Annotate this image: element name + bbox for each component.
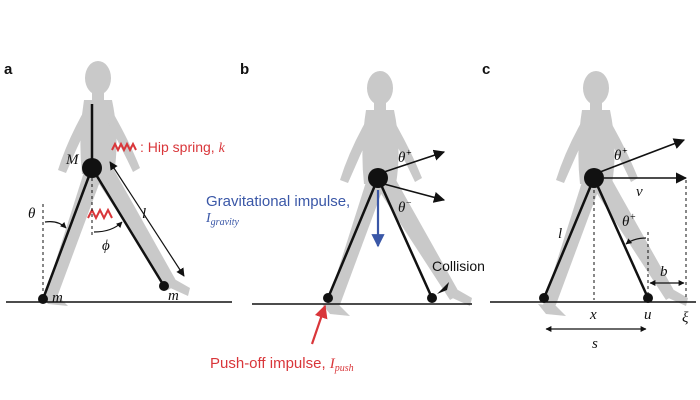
velocity-before-arrow-b xyxy=(383,149,446,173)
pushoff-impulse-label: Push-off impulse, Ipush xyxy=(210,355,354,374)
panel-a: a M m m : Hip spring, k θ ϕ xyxy=(4,61,232,306)
swing-foot-mass-a xyxy=(159,281,169,291)
panel-label-a: a xyxy=(4,61,13,78)
x-label: x xyxy=(589,307,597,323)
panel-c: c θ̇+ v θ+ l b x u ξ s xyxy=(482,61,696,352)
hip-mass-b xyxy=(368,168,388,188)
phi-label-a: ϕ xyxy=(102,238,110,254)
theta-plus-arc-c xyxy=(625,237,647,245)
leg-length-label-c: l xyxy=(558,226,562,242)
leading-foot-mass-b xyxy=(427,293,437,303)
swing-leg-a xyxy=(90,167,166,287)
leg-length-label-a: l xyxy=(142,206,146,222)
stance-foot-mass-label-a: m xyxy=(52,290,63,306)
u-label: u xyxy=(644,307,652,323)
theta-plus-label-c: θ+ xyxy=(622,212,636,230)
xi-label: ξ xyxy=(682,310,689,326)
swing-foot-mass-label-a: m xyxy=(168,288,179,304)
hip-spring-legend-icon xyxy=(111,141,137,153)
velocity-label-c: v xyxy=(636,184,643,200)
trailing-foot-mass-c xyxy=(539,293,549,303)
leg-length-arrow-a xyxy=(109,161,185,277)
panel-label-b: b xyxy=(240,61,249,78)
angular-velocity-arrow-c xyxy=(599,138,686,173)
gravity-impulse-label: Gravitational impulse, xyxy=(206,193,350,210)
panel-label-c: c xyxy=(482,61,490,78)
swing-leg-b xyxy=(376,177,434,299)
margin-b-label: b xyxy=(660,264,668,280)
velocity-after-arrow-b xyxy=(383,183,446,203)
theta-arc-a xyxy=(44,221,67,229)
hip-mass-label-a: M xyxy=(65,152,80,168)
theta-minus-label-b: θ− xyxy=(398,198,412,216)
hip-mass-a xyxy=(82,158,102,178)
hip-mass-c xyxy=(584,168,604,188)
collision-pointer xyxy=(437,282,449,294)
stance-foot-mass-a xyxy=(38,294,48,304)
walker-silhouette-a xyxy=(40,61,190,306)
step-length-label: s xyxy=(592,336,598,352)
collision-label: Collision xyxy=(432,258,485,274)
panel-b: b θ̇+ θ− Gravitational impulse, Igravity… xyxy=(205,61,485,374)
swing-leg-c xyxy=(592,177,650,299)
phi-arc-a xyxy=(93,221,123,233)
pushoff-impulse-arrow xyxy=(310,304,328,345)
stance-leg-b xyxy=(326,177,380,299)
theta-label-a: θ xyxy=(28,206,36,222)
hip-spring-label: : Hip spring, k xyxy=(140,139,226,156)
stance-leg-c xyxy=(542,177,596,299)
stance-leg-a xyxy=(41,167,94,300)
gravity-impulse-symbol: Igravity xyxy=(205,211,240,228)
trailing-foot-mass-b xyxy=(323,293,333,303)
